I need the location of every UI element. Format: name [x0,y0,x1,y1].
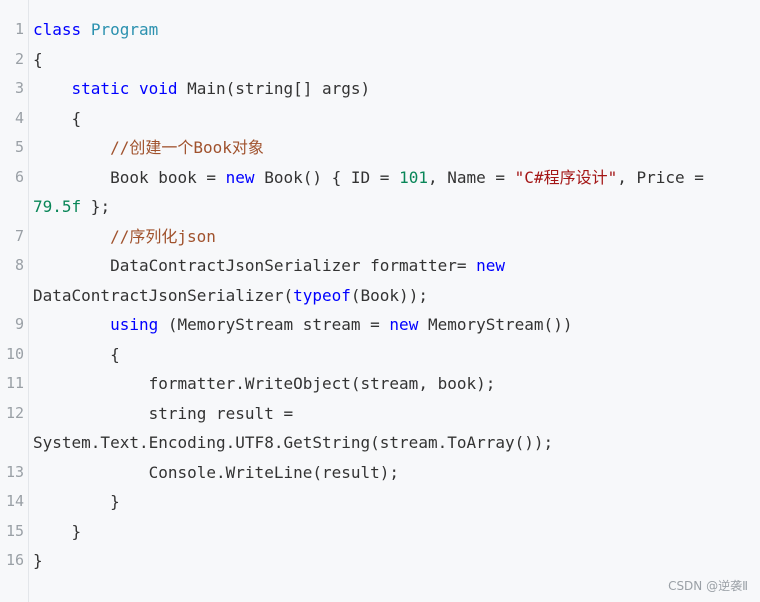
line-number: 8 [14,256,24,274]
code-line: 10 { [6,340,752,370]
code-token: new [389,315,419,334]
code-line: 3 static void Main(string[] args) [15,74,752,104]
line-number: 15 [5,521,24,540]
line-number: 16 [5,551,24,569]
line-number: 14 [5,492,24,510]
code-line: 9 using (MemoryStream stream = new Memor… [15,310,752,340]
code-line: 14 } [6,487,752,517]
code-token: void [138,79,178,98]
code-token: //序列化json [110,226,216,246]
code-line: 16} [6,546,752,576]
line-number: 7 [14,226,24,245]
line-number: 11 [5,374,24,392]
code-token [33,138,110,157]
code-line: 5 //创建一个Book对象 [15,133,752,163]
code-token: string result = System.Text.Encoding.UTF… [33,403,554,453]
code-token: 79.5f [33,197,82,216]
code-token: , Name = [427,167,515,187]
code-line: 4 { [15,104,752,134]
code-token: Console.WriteLine(result); [33,462,400,482]
code-line: 1 class Program [15,15,752,45]
code-token: Program [90,20,159,39]
code-line: 7 //序列化json [15,222,752,252]
line-number: 3 [14,79,24,97]
code-token: formatter.WriteObject(stream, book); [33,374,496,393]
code-line: 6 Book book = new Book() { ID = 101, Nam… [15,163,752,222]
code-token: { [33,108,82,128]
code-token: DataContractJsonSerializer formatter= [33,256,477,275]
code-token: MemoryStream()) [418,315,573,334]
code-token [81,20,91,39]
code-line: 12 string result = System.Text.Encoding.… [6,399,752,458]
code-token: Book book = [33,167,226,187]
code-token: } [33,492,120,511]
line-number: 12 [5,403,24,422]
code-token: static [71,79,130,98]
code-token: new [476,256,506,275]
code-token: DataContractJsonSerializer( [33,285,294,305]
code-token: Book() { ID = [254,167,400,187]
line-number: 2 [14,49,24,68]
line-number: 1 [14,20,24,38]
watermark: CSDN @逆袭Ⅱ [668,579,748,593]
code-token: 101 [399,167,428,187]
code-line: 13 Console.WriteLine(result); [6,458,752,488]
code-line: 11 formatter.WriteObject(stream, book); [6,369,752,399]
line-number-gutter [0,0,29,602]
line-number: 10 [5,344,24,363]
line-number: 9 [14,315,24,333]
code-token: , Price = [617,167,704,187]
code-token: (MemoryStream stream = [158,315,390,334]
code-token: }; [81,197,111,216]
code-token: } [33,521,82,541]
code-token: Main(string[] args) [177,79,371,98]
code-token: class [33,20,82,39]
code-token: { [33,344,120,364]
code-token: { [33,49,43,69]
code-token [129,79,139,98]
code-token [33,315,110,334]
line-number: 13 [5,462,24,481]
code-token: typeof [293,285,351,305]
code-token: "C#程序设计" [514,167,618,187]
line-number: 5 [14,138,24,156]
code-token [33,79,72,98]
code-token: //创建一个Book对象 [110,138,264,157]
code-token: (Book)); [350,285,428,305]
code-line: 8 DataContractJsonSerializer formatter= … [15,251,752,310]
code-token: } [33,551,43,570]
code-token [33,227,110,246]
line-number: 6 [14,167,24,186]
code-token: using [110,315,159,334]
code-line: 15 } [6,517,752,547]
code-line: 2{ [15,45,752,75]
line-number: 4 [14,108,24,127]
code-token: new [225,167,255,187]
